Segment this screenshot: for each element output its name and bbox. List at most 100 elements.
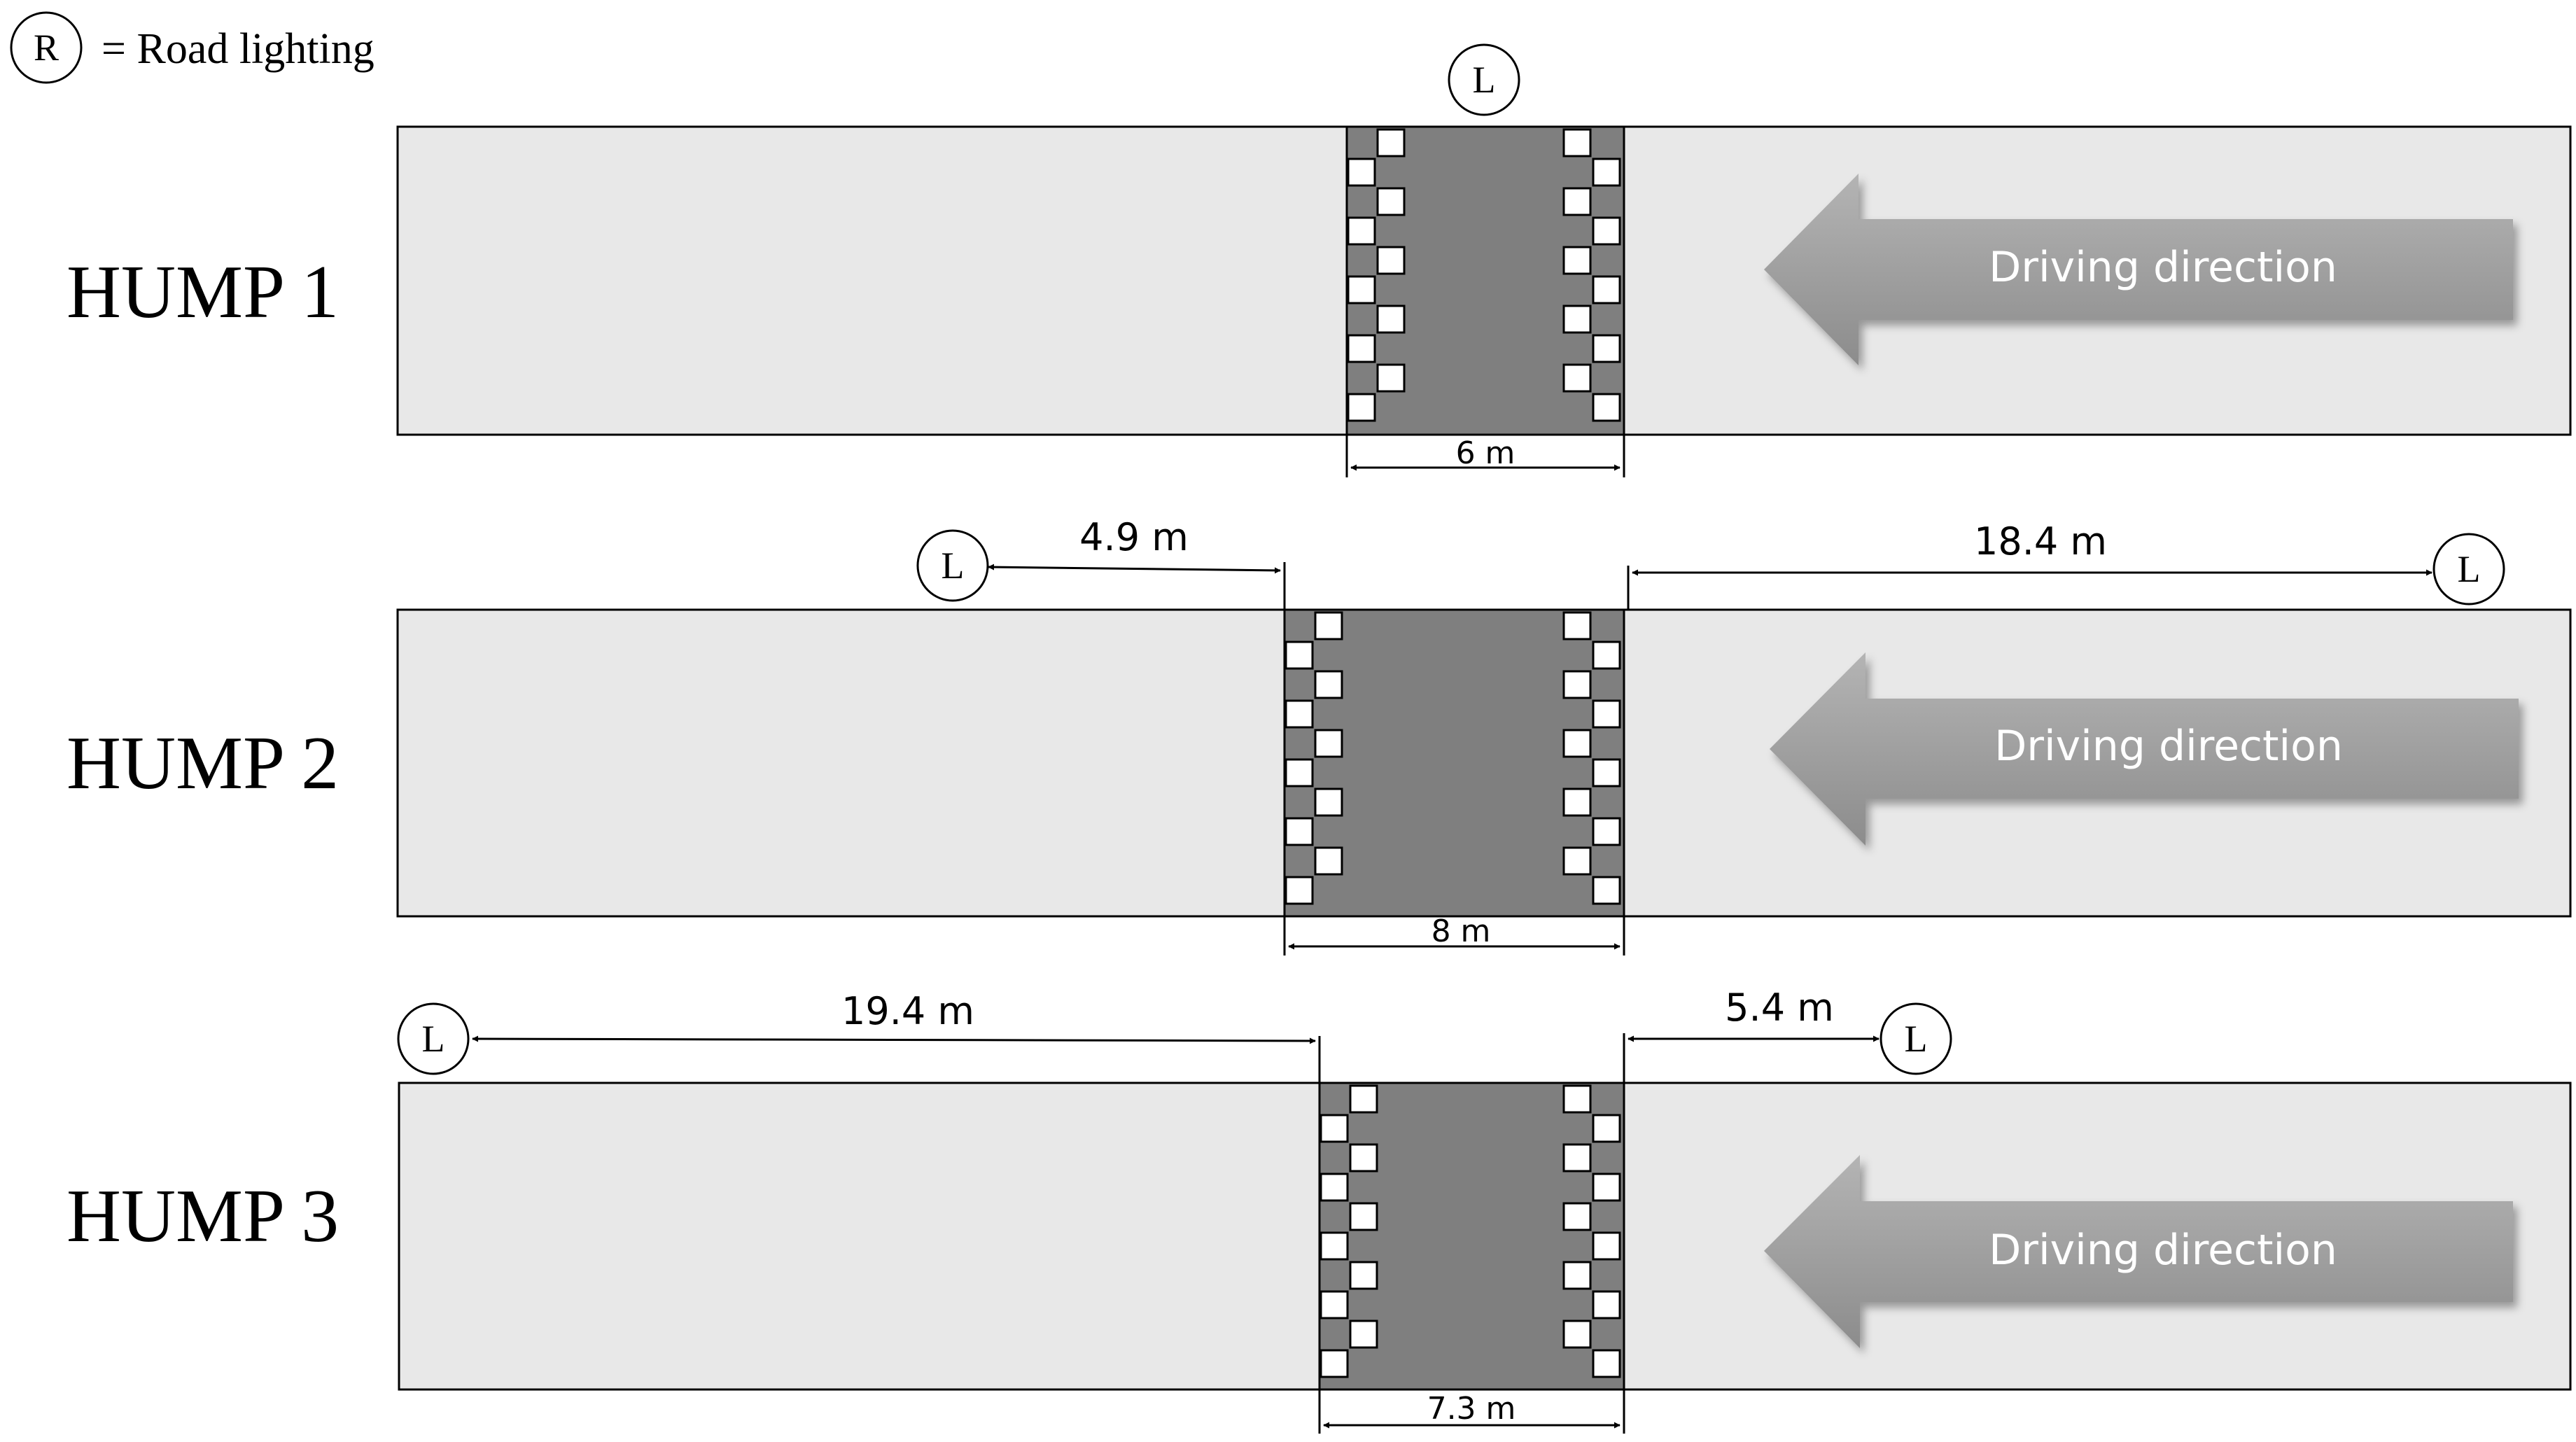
checker-square xyxy=(1376,304,1406,334)
checker-square xyxy=(1592,876,1621,905)
lamp-right: L xyxy=(1879,1002,1952,1075)
hump-checker-right xyxy=(1562,611,1621,905)
checker-square xyxy=(1347,158,1376,187)
arrow-shape xyxy=(1770,652,2519,846)
checker-square xyxy=(1284,699,1314,729)
checker-square xyxy=(1592,817,1621,846)
checker-square xyxy=(1314,729,1343,758)
lamp-icon xyxy=(1879,1002,1952,1075)
hump-checker-right xyxy=(1562,128,1621,422)
hump-1-section: HUMP 1 Driving direction L 6 m xyxy=(66,43,2572,477)
lamp-left: L xyxy=(916,529,989,602)
checker-square xyxy=(1562,846,1592,876)
checker-square xyxy=(1562,363,1592,393)
lamp-right: L xyxy=(2432,533,2505,606)
arrow-label: Driving direction xyxy=(1989,1226,2337,1275)
checker-square xyxy=(1562,670,1592,699)
checker-square xyxy=(1592,1231,1621,1261)
lamp-letter: L xyxy=(1473,59,1496,101)
checker-square xyxy=(1592,1349,1621,1378)
hump-checker-left xyxy=(1284,611,1343,905)
checker-square xyxy=(1284,640,1314,670)
right-lamp-distance: 18.4 m xyxy=(1627,519,2432,610)
checker-square xyxy=(1314,846,1343,876)
checker-square xyxy=(1562,1320,1592,1349)
hump-width-label: 6 m xyxy=(1456,435,1516,471)
checker-square xyxy=(1562,1143,1592,1172)
checker-square xyxy=(1592,699,1621,729)
arrow-shape xyxy=(1764,174,2513,365)
legend-lamp-symbol xyxy=(10,11,83,84)
driving-direction-arrow: Driving direction xyxy=(1764,174,2513,365)
checker-square xyxy=(1349,1320,1378,1349)
checker-square xyxy=(1592,216,1621,246)
checker-square xyxy=(1562,187,1592,216)
checker-square xyxy=(1562,1202,1592,1231)
hump-width-dimension: 7.3 m xyxy=(1318,1390,1625,1434)
checker-square xyxy=(1320,1172,1349,1202)
checker-square xyxy=(1320,1349,1349,1378)
checker-square xyxy=(1376,363,1406,393)
checker-square xyxy=(1314,611,1343,640)
checker-square xyxy=(1376,128,1406,158)
checker-square xyxy=(1347,275,1376,304)
checker-square xyxy=(1349,1202,1378,1231)
checker-square xyxy=(1562,1261,1592,1290)
checker-square xyxy=(1347,393,1376,422)
lamp-letter: L xyxy=(1905,1018,1928,1060)
hump-width-label: 8 m xyxy=(1432,913,1491,949)
left-lamp-distance-label: 4.9 m xyxy=(1079,515,1189,559)
checker-square xyxy=(1347,216,1376,246)
checker-square xyxy=(1562,788,1592,817)
lamp-icon xyxy=(1448,43,1520,116)
checker-square xyxy=(1592,334,1621,363)
right-lamp-distance-label: 18.4 m xyxy=(1974,519,2107,564)
lamp-letter: L xyxy=(2458,548,2481,590)
lamp: L xyxy=(1448,43,1520,116)
hump-width-label: 7.3 m xyxy=(1427,1391,1516,1427)
checker-square xyxy=(1320,1114,1349,1143)
checker-square xyxy=(1592,393,1621,422)
checker-square xyxy=(1347,334,1376,363)
checker-square xyxy=(1314,788,1343,817)
lamp-icon xyxy=(916,529,989,602)
checker-square xyxy=(1562,611,1592,640)
checker-square xyxy=(1349,1084,1378,1114)
arrow-shape xyxy=(1764,1155,2513,1348)
hump-checker-right xyxy=(1562,1084,1621,1378)
checker-square xyxy=(1376,246,1406,275)
lamp-letter: L xyxy=(422,1018,445,1060)
checker-square xyxy=(1562,246,1592,275)
lamp-icon xyxy=(2432,533,2505,606)
hump-3-section: HUMP 3 Driving direction L L 19.4 m 5.4 … xyxy=(66,986,2572,1434)
lamp-icon xyxy=(397,1002,470,1075)
checker-square xyxy=(1592,275,1621,304)
hump-width-dimension: 6 m xyxy=(1345,435,1625,477)
left-lamp-distance: 19.4 m xyxy=(472,989,1321,1083)
hump-checker-left xyxy=(1347,128,1406,422)
left-lamp-distance-label: 19.4 m xyxy=(841,989,974,1033)
checker-square xyxy=(1592,158,1621,187)
legend-text: = Road lighting xyxy=(102,25,374,73)
checker-square xyxy=(1592,1172,1621,1202)
checker-square xyxy=(1284,817,1314,846)
checker-square xyxy=(1314,670,1343,699)
checker-square xyxy=(1349,1261,1378,1290)
hump-label: HUMP 2 xyxy=(66,722,339,805)
arrow-label: Driving direction xyxy=(1989,243,2337,292)
checker-square xyxy=(1592,1114,1621,1143)
lamp-left: L xyxy=(397,1002,470,1075)
hump-label: HUMP 3 xyxy=(66,1175,339,1258)
checker-square xyxy=(1376,187,1406,216)
left-lamp-distance: 4.9 m xyxy=(988,515,1286,610)
hump-width-dimension: 8 m xyxy=(1283,913,1625,955)
lamp-letter: L xyxy=(941,545,965,587)
driving-direction-arrow: Driving direction xyxy=(1770,652,2519,846)
hump-2-section: HUMP 2 Driving direction L L 4.9 m 18.4 … xyxy=(66,515,2572,955)
checker-square xyxy=(1320,1290,1349,1320)
right-lamp-distance-label: 5.4 m xyxy=(1725,986,1834,1030)
legend: R = Road lighting xyxy=(10,11,374,84)
legend-symbol-letter: R xyxy=(34,27,59,69)
checker-square xyxy=(1284,758,1314,788)
